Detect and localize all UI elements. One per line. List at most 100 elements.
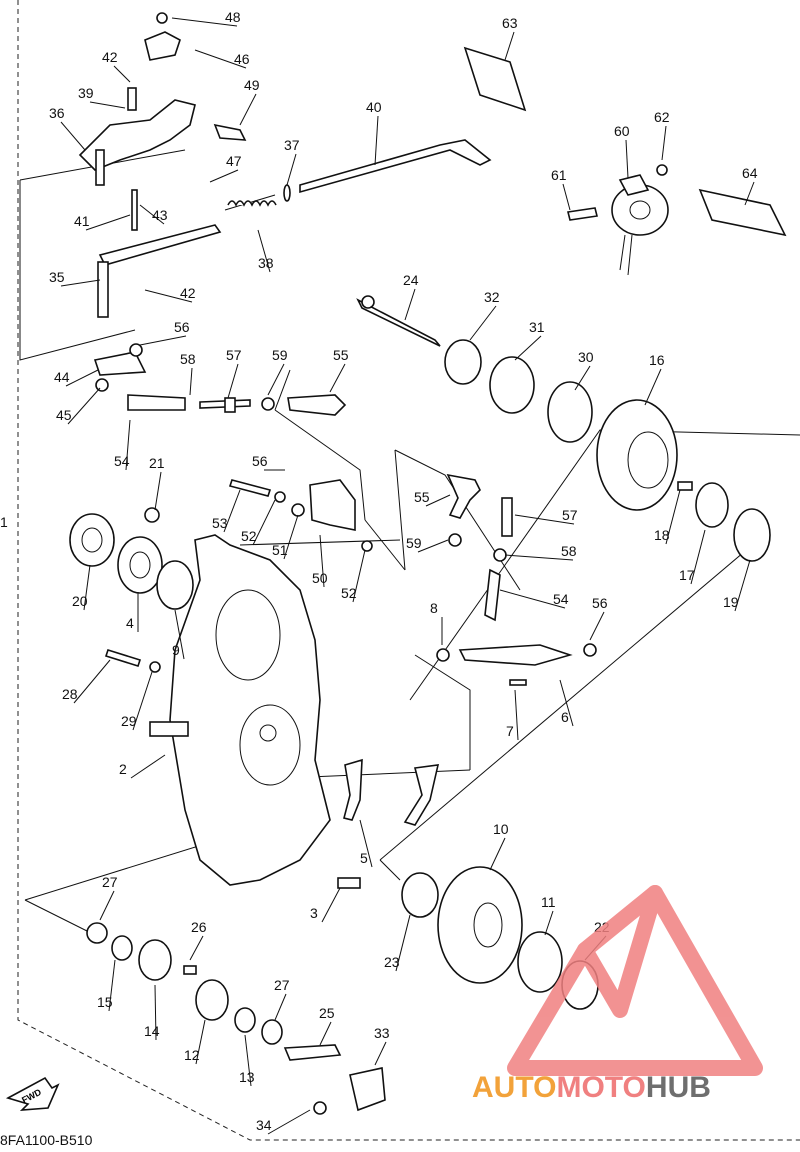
callout-leader bbox=[514, 689, 519, 741]
callout-label: 64 bbox=[742, 165, 758, 181]
callout-leader bbox=[374, 115, 379, 166]
callout-label: 24 bbox=[403, 272, 419, 288]
callout-label: 47 bbox=[226, 153, 242, 169]
callout-label: 34 bbox=[256, 1117, 272, 1133]
callout-label: 6 bbox=[561, 709, 569, 725]
diagram-code: 8FA1100-B510 bbox=[0, 1132, 93, 1147]
callout-leader bbox=[319, 1021, 332, 1046]
callout-leader bbox=[99, 890, 115, 921]
callout-leader bbox=[194, 49, 247, 69]
lever-assembly bbox=[93, 343, 347, 416]
bracket-lines bbox=[19, 149, 800, 936]
callout-label: 58 bbox=[180, 351, 196, 367]
callout-leader bbox=[425, 494, 451, 507]
callout-label: 59 bbox=[406, 535, 422, 551]
callout-label: 11 bbox=[541, 894, 556, 910]
callout-label: 3 bbox=[310, 905, 318, 921]
callout-label: 42 bbox=[102, 49, 118, 65]
callout-label: 26 bbox=[191, 919, 207, 935]
callout-leaders bbox=[60, 17, 755, 1135]
callout-label: 42 bbox=[180, 285, 196, 301]
callout-leader bbox=[625, 139, 629, 179]
callout-leader bbox=[329, 363, 346, 393]
callout-leader bbox=[274, 993, 287, 1021]
callout-leader bbox=[65, 369, 99, 387]
watermark-auto: AUTO bbox=[472, 1071, 556, 1104]
callout-label: 2 bbox=[119, 761, 127, 777]
callout-label: 35 bbox=[49, 269, 65, 285]
callout-leader bbox=[514, 514, 575, 525]
callout-leader bbox=[195, 1019, 206, 1065]
callout-label: 61 bbox=[551, 167, 567, 183]
callout-leader bbox=[544, 910, 554, 936]
callout-leader bbox=[67, 387, 101, 425]
callout-leader bbox=[744, 181, 755, 206]
callout-leader bbox=[154, 984, 157, 1041]
callout-label: 36 bbox=[49, 105, 65, 121]
callout-label: 58 bbox=[561, 543, 577, 559]
callout-label: 41 bbox=[74, 213, 90, 229]
callout-leader bbox=[504, 31, 515, 61]
callout-leader bbox=[321, 887, 341, 923]
callout-label: 52 bbox=[241, 528, 257, 544]
callout-label: 56 bbox=[252, 453, 268, 469]
callout-leader bbox=[267, 363, 285, 396]
callout-leader bbox=[189, 367, 193, 396]
callout-label: 56 bbox=[174, 319, 190, 335]
side-ref-label: 1 bbox=[0, 514, 8, 530]
callout-leader bbox=[139, 204, 165, 225]
callout-label: 52 bbox=[341, 585, 357, 601]
callout-label: 5 bbox=[360, 850, 368, 866]
callout-label: 27 bbox=[102, 874, 118, 890]
callout-label: 40 bbox=[366, 99, 382, 115]
callout-label: 12 bbox=[184, 1047, 200, 1063]
callout-leader bbox=[252, 499, 276, 546]
callout-label: 46 bbox=[234, 51, 250, 67]
callout-label: 38 bbox=[258, 255, 274, 271]
callout-leader bbox=[227, 363, 239, 399]
callout-leader bbox=[644, 368, 662, 406]
callout-leader bbox=[499, 589, 566, 609]
callout-leader bbox=[286, 153, 297, 186]
callout-leader bbox=[223, 489, 241, 533]
callout-leader bbox=[85, 214, 131, 231]
callout-label: 33 bbox=[374, 1025, 390, 1041]
callout-leader bbox=[504, 554, 574, 561]
callout-label: 51 bbox=[272, 542, 288, 558]
callout-label: 29 bbox=[121, 713, 137, 729]
callout-label: 60 bbox=[614, 123, 630, 139]
callout-label: 20 bbox=[72, 593, 88, 609]
callout-leader bbox=[89, 101, 126, 109]
callout-leader bbox=[60, 121, 86, 151]
callout-label: 21 bbox=[149, 455, 165, 471]
watermark-text: AUTOMOTOHUB bbox=[472, 1071, 711, 1104]
callout-label: 39 bbox=[78, 85, 94, 101]
callout-label: 8 bbox=[430, 600, 438, 616]
callout-label: 45 bbox=[56, 407, 72, 423]
callout-leader bbox=[469, 305, 497, 341]
callout-leader bbox=[267, 1109, 311, 1135]
callout-label: 59 bbox=[272, 347, 288, 363]
callout-label: 57 bbox=[562, 507, 578, 523]
bracket-assembly bbox=[78, 12, 247, 231]
right-linkage bbox=[228, 473, 597, 686]
shift-shaft bbox=[97, 139, 492, 318]
callout-label: 31 bbox=[529, 319, 545, 335]
callout-label: 48 bbox=[225, 9, 241, 25]
callout-label: 54 bbox=[114, 453, 130, 469]
callout-label: 53 bbox=[212, 515, 228, 531]
upper-gear-train bbox=[356, 295, 771, 562]
callout-label: 19 bbox=[723, 594, 739, 610]
callout-label: 17 bbox=[679, 567, 695, 583]
callout-leader bbox=[73, 659, 111, 704]
callout-leader bbox=[404, 288, 416, 321]
watermark-logo bbox=[507, 885, 763, 1076]
callout-leader bbox=[352, 549, 366, 603]
callout-label: 10 bbox=[493, 821, 509, 837]
callout-label: 43 bbox=[152, 207, 168, 223]
callout-label: 9 bbox=[172, 642, 180, 658]
watermark-hub: HUB bbox=[646, 1071, 711, 1104]
callout-label: 14 bbox=[144, 1023, 160, 1039]
